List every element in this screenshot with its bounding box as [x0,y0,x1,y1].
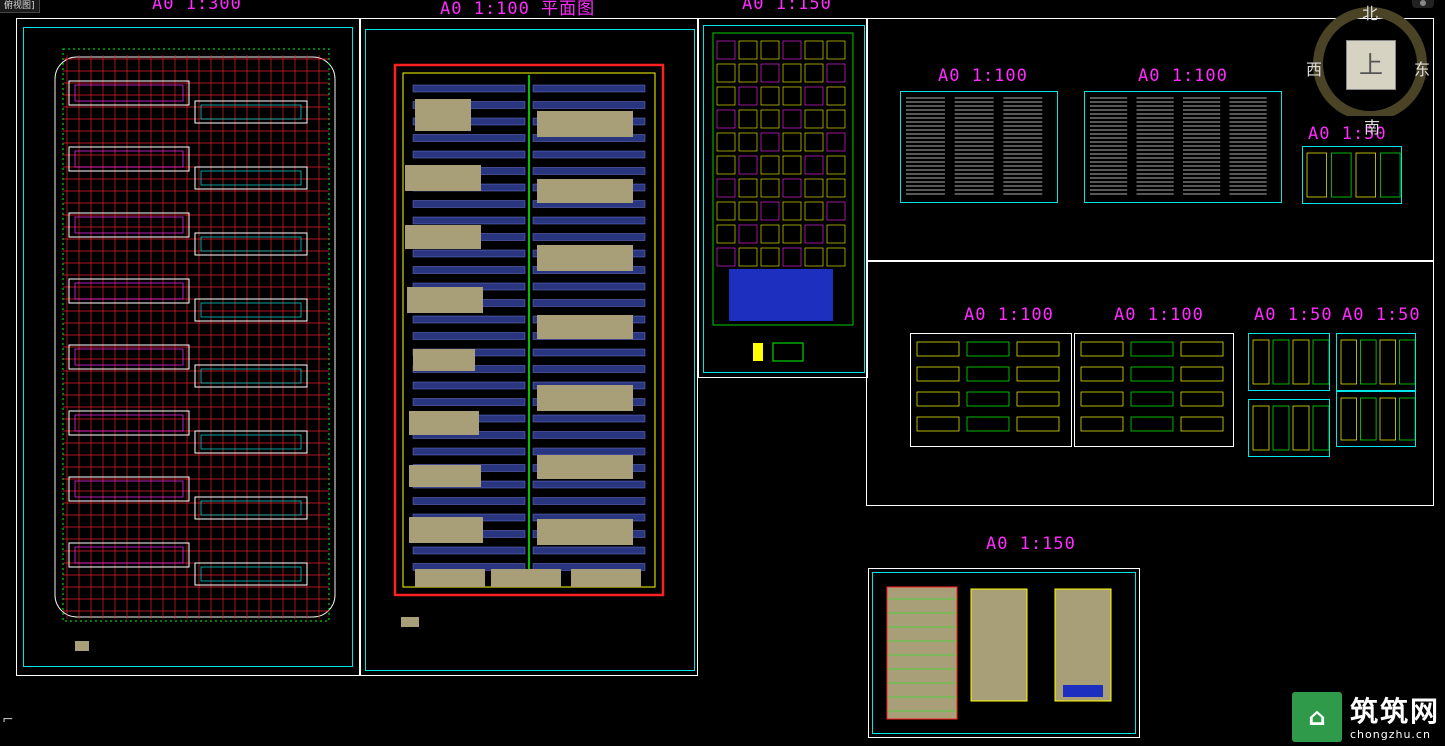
sheet-title-detail-small: A0 1:50 [1308,124,1387,144]
floor-plans-drawing [886,586,1112,720]
detail-drawing [1340,339,1415,385]
sheet-title-notes-2: A0 1:100 [1138,66,1228,86]
detail-drawing [1340,397,1415,441]
sheet-title-section-2: A0 1:100 [1114,305,1204,325]
sheet-section-2[interactable] [1074,333,1234,447]
sheet-border [872,572,1136,734]
compass-north[interactable]: 北 [1362,4,1379,23]
watermark-url: chongzhu.cn [1350,728,1431,741]
compass-south[interactable]: 南 [1364,118,1381,137]
watermark-brand: 筑筑网 [1350,695,1441,728]
section-1-drawing [916,341,1060,432]
sheet-title-basement-plan: A0 1:100 平面图 [440,0,596,19]
ucs-icon: ⌐ [2,712,14,728]
sheet-section-1[interactable] [910,333,1072,447]
sheet-detail-b-2[interactable] [1336,391,1416,447]
sheet-detail-small[interactable] [1302,146,1402,204]
structure-plan-drawing [712,32,854,362]
compass-ring [1313,7,1427,116]
sheet-title-site-plan: A0 1:300 [152,0,242,14]
sheet-notes-2[interactable] [1084,91,1282,203]
sheet-title-detail-b: A0 1:50 [1342,305,1421,325]
notes-2-drawing [1090,97,1267,195]
sheet-border [23,27,353,667]
sheet-group-sections[interactable] [866,260,1434,506]
house-logo-icon: ⌂ [1292,692,1342,742]
sheet-floor-plans[interactable] [868,568,1140,738]
sheet-detail-a-1[interactable] [1248,333,1330,391]
sheet-title-floor-plans: A0 1:150 [986,534,1076,554]
site-plan-drawing [54,48,336,651]
detail-drawing [1252,405,1329,451]
compass-west[interactable]: 西 [1306,60,1323,79]
compass-east[interactable]: 东 [1414,60,1431,79]
detail-drawing [1252,339,1329,385]
sheet-border [703,25,865,373]
sheet-basement-plan[interactable] [360,18,698,676]
notes-1-drawing [906,97,1043,195]
sheet-site-plan[interactable] [16,18,360,676]
sheet-notes-1[interactable] [900,91,1058,203]
watermark: ⌂ 筑筑网 chongzhu.cn [1292,690,1442,744]
sheet-group-notes[interactable] [866,18,1434,262]
sheet-border [365,29,695,671]
section-2-drawing [1080,341,1224,432]
sheet-title-notes-1: A0 1:100 [938,66,1028,86]
sheet-title-structure-plan: A0 1:150 [742,0,832,14]
sheet-structure-plan[interactable] [698,18,868,378]
viewport-tab[interactable]: 俯视图] [0,0,40,13]
view-cube[interactable]: 北 南 西 东 上 [1306,0,1432,137]
detail-small-drawing [1306,152,1401,198]
view-cube-top-face[interactable]: 上 [1346,40,1396,90]
sheet-detail-a-2[interactable] [1248,399,1330,457]
sheet-title-detail-a: A0 1:50 [1254,305,1333,325]
sheet-title-section-1: A0 1:100 [964,305,1054,325]
sheet-detail-b-1[interactable] [1336,333,1416,391]
close-button[interactable] [1412,0,1434,8]
basement-plan-drawing [393,63,665,627]
